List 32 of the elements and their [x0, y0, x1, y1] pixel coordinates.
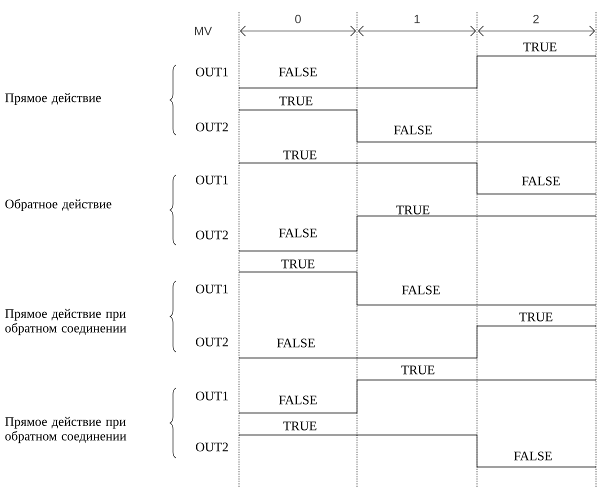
group-label: Прямое действие: [5, 93, 101, 105]
signal-label: OUT1: [196, 68, 228, 76]
state-label: TRUE: [523, 42, 556, 52]
state-label: TRUE: [279, 96, 312, 106]
state-label: TRUE: [396, 206, 430, 214]
state-label: FALSE: [394, 126, 432, 134]
signal-label: OUT1: [196, 176, 228, 184]
state-label: FALSE: [279, 68, 317, 76]
signal-label: OUT2: [196, 338, 228, 346]
state-label: TRUE: [519, 312, 552, 322]
state-label: FALSE: [402, 286, 440, 294]
axis-label: MV: [195, 26, 212, 36]
signal-label: OUT2: [196, 122, 228, 132]
signal-label: OUT1: [196, 392, 228, 400]
state-label: FALSE: [277, 338, 315, 348]
state-label: TRUE: [401, 366, 434, 374]
group-label: Обратное действие: [5, 198, 112, 212]
state-label: FALSE: [522, 176, 560, 186]
state-label: FALSE: [279, 396, 317, 404]
column-label: 2: [533, 14, 539, 24]
state-label: TRUE: [283, 422, 316, 430]
state-label: FALSE: [514, 452, 552, 460]
group-label: Прямое действие при обратном соединении: [5, 308, 126, 336]
signal-label: OUT1: [196, 284, 228, 294]
group-label: Прямое действие при обратном соединении: [5, 416, 126, 444]
column-label: 1: [414, 14, 420, 24]
signal-label: OUT2: [196, 230, 228, 240]
state-label: TRUE: [283, 150, 316, 160]
state-label: FALSE: [279, 228, 317, 238]
state-label: TRUE: [281, 260, 314, 268]
signal-label: OUT2: [196, 442, 228, 452]
column-label: 0: [295, 14, 301, 24]
